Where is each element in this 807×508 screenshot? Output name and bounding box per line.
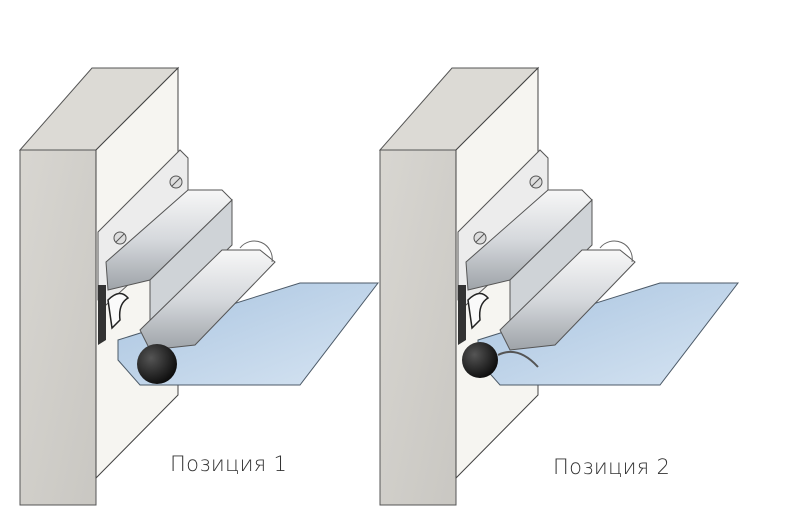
illustration-position-1 — [19, 67, 379, 506]
caption-position-1: Позиция 1 — [170, 452, 288, 476]
seal-roll — [462, 342, 498, 378]
caption-position-2: Позиция 2 — [553, 455, 671, 479]
illustration-position-2 — [379, 67, 739, 506]
seal-roll — [137, 344, 177, 384]
